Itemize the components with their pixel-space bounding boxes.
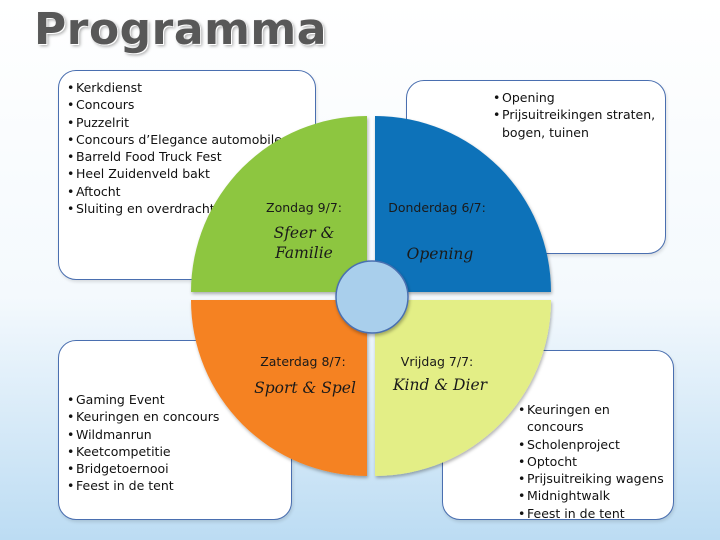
sunday-day-label: Zondag 9/7: xyxy=(266,200,342,215)
bullet-icon: • xyxy=(67,392,75,407)
friday-activity-item-text: Scholenproject xyxy=(527,436,620,452)
sunday-activity-item-text: Barreld Food Truck Fest xyxy=(76,149,222,165)
friday-activity-item: •Midnightwalk xyxy=(518,487,670,504)
bullet-icon: • xyxy=(67,183,75,199)
bullet-icon: • xyxy=(518,471,526,487)
thursday-theme-line-1: Opening xyxy=(407,245,474,263)
thursday-activity-item: •Prijsuitreikingen straten, bogen, tuine… xyxy=(493,106,663,141)
saturday-activity-item-text: Bridgetoernooi xyxy=(76,461,169,477)
saturday-activity-item-text: Wildmanrun xyxy=(76,426,152,442)
slide-title: Programma xyxy=(34,4,327,55)
saturday-theme-line-1: Sport & Spel xyxy=(254,379,356,397)
friday-activity-item-text: Feest in de tent xyxy=(527,505,625,521)
friday-activity-list: •Keuringen en concours•Scholenproject•Op… xyxy=(518,401,670,522)
saturday-activity-item-text: Feest in de tent xyxy=(76,478,174,494)
thursday-activity-item-text: Prijsuitreikingen straten, bogen, tuinen xyxy=(502,107,656,140)
sunday-activity-item: •Kerkdienst xyxy=(67,79,317,96)
friday-activity-item-text: Prijsuitreiking wagens xyxy=(527,471,664,487)
center-circle xyxy=(335,260,409,334)
bullet-icon: • xyxy=(67,97,75,113)
saturday-activity-item: •Keetcompetitie xyxy=(67,443,237,460)
saturday-day-label: Zaterdag 8/7: xyxy=(260,354,346,369)
sunday-activity-item-text: Sluiting en overdracht xyxy=(76,201,215,217)
sunday-activity-item: •Aftocht xyxy=(67,183,317,200)
friday-activity-item-text: Keuringen en concours xyxy=(527,402,610,435)
saturday-activity-item: •Keuringen en concours xyxy=(67,408,237,425)
saturday-activity-item: •Feest in de tent xyxy=(67,477,237,494)
saturday-activity-item: •Wildmanrun xyxy=(67,426,237,443)
bullet-icon: • xyxy=(67,201,75,217)
bullet-icon: • xyxy=(67,166,75,182)
bullet-icon: • xyxy=(67,409,75,425)
friday-day-label: Vrijdag 7/7: xyxy=(401,354,473,369)
bullet-icon: • xyxy=(518,436,526,452)
friday-activity-item: •Prijsuitreiking wagens xyxy=(518,470,670,487)
thursday-day-label: Donderdag 6/7: xyxy=(388,200,486,215)
bullet-icon: • xyxy=(67,149,75,165)
bullet-icon: • xyxy=(67,443,75,459)
thursday-quadrant xyxy=(375,116,551,292)
friday-activity-item: •Keuringen en concours xyxy=(518,401,670,436)
sunday-activity-item-text: Kerkdienst xyxy=(76,80,143,95)
saturday-activity-item-text: Gaming Event xyxy=(76,392,165,407)
sunday-activity-item: •Barreld Food Truck Fest xyxy=(67,148,317,165)
bullet-icon: • xyxy=(493,107,501,123)
thursday-activity-item-text: Opening xyxy=(502,90,555,105)
friday-theme-line-1: Kind & Dier xyxy=(392,376,489,394)
friday-activity-item: •Feest in de tent xyxy=(518,505,670,522)
bullet-icon: • xyxy=(67,80,75,95)
saturday-activity-item: •Gaming Event xyxy=(67,391,237,408)
bullet-icon: • xyxy=(67,426,75,442)
bullet-icon: • xyxy=(67,461,75,477)
sunday-activity-item: •Heel Zuidenveld bakt xyxy=(67,165,317,182)
sunday-activity-item: •Concours xyxy=(67,96,317,113)
saturday-activity-list: •Gaming Event•Keuringen en concours•Wild… xyxy=(67,391,237,495)
sunday-activity-item-text: Concours xyxy=(76,97,135,113)
sunday-quadrant xyxy=(191,116,367,292)
bullet-icon: • xyxy=(518,488,526,504)
thursday-activity-list: •Opening•Prijsuitreikingen straten, boge… xyxy=(493,89,663,141)
bullet-icon: • xyxy=(493,90,501,105)
friday-activity-item-text: Optocht xyxy=(527,453,578,469)
friday-quadrant xyxy=(375,300,551,476)
saturday-quadrant xyxy=(191,300,367,476)
sunday-activity-item-text: Aftocht xyxy=(76,183,121,199)
sunday-activity-item: •Sluiting en overdracht xyxy=(67,200,317,217)
sunday-activity-list: •Kerkdienst•Concours•Puzzelrit•Concours … xyxy=(67,79,317,217)
sunday-activity-item-text: Heel Zuidenveld bakt xyxy=(76,166,210,182)
sunday-activity-item: •Concours d’Elegance automobile xyxy=(67,131,317,148)
sunday-theme-line-2: Familie xyxy=(274,244,333,262)
thursday-activity-item: •Opening xyxy=(493,89,663,106)
saturday-activity-item: •Bridgetoernooi xyxy=(67,460,237,477)
sunday-activity-item-text: Concours d’Elegance automobile xyxy=(76,131,282,147)
bullet-icon: • xyxy=(518,505,526,521)
bullet-icon: • xyxy=(67,131,75,147)
friday-activity-item-text: Midnightwalk xyxy=(527,488,610,504)
friday-activity-item: •Optocht xyxy=(518,453,670,470)
bullet-icon: • xyxy=(518,402,526,417)
saturday-activity-item-text: Keetcompetitie xyxy=(76,443,171,459)
friday-activity-item: •Scholenproject xyxy=(518,436,670,453)
sunday-theme-line-1: Sfeer & xyxy=(274,224,335,242)
bullet-icon: • xyxy=(67,114,75,130)
sunday-activity-item: •Puzzelrit xyxy=(67,114,317,131)
saturday-activity-item-text: Keuringen en concours xyxy=(76,409,220,425)
sunday-activity-item-text: Puzzelrit xyxy=(76,114,130,130)
bullet-icon: • xyxy=(67,478,75,494)
bullet-icon: • xyxy=(518,453,526,469)
